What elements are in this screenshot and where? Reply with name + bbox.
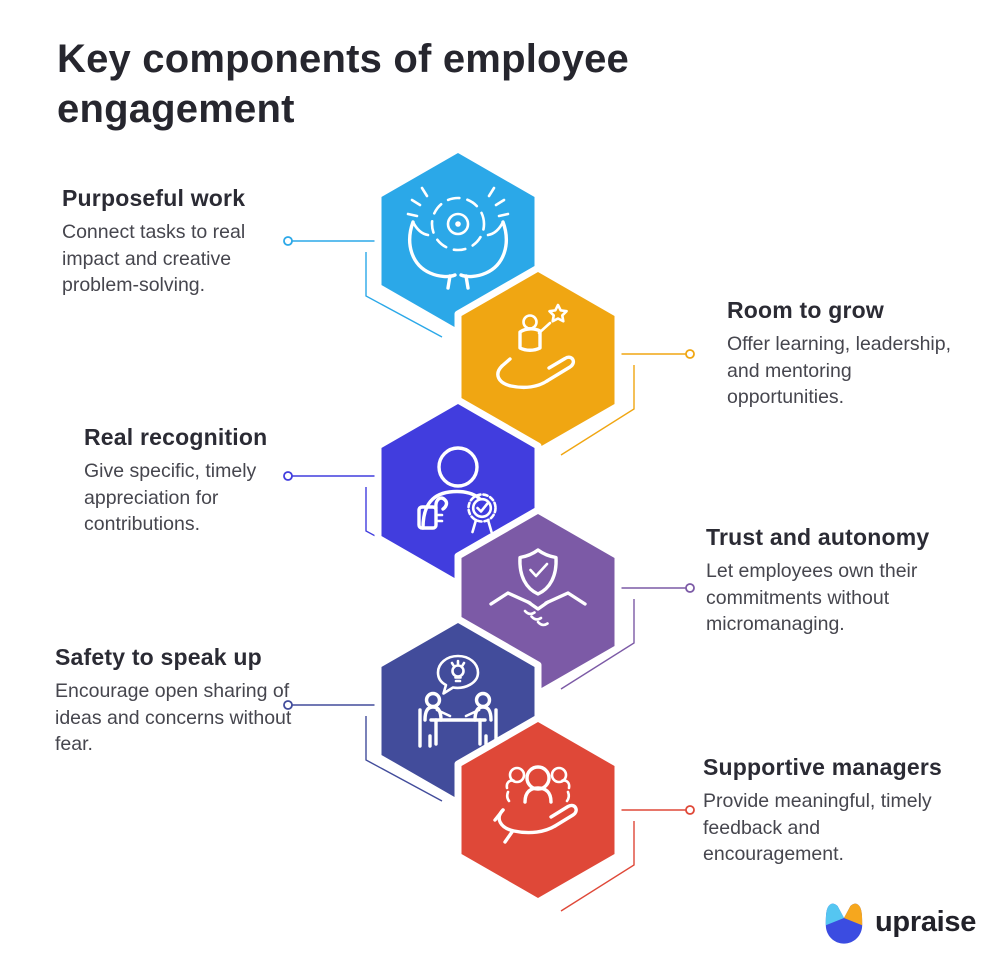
hand-lifting-person-star-icon	[496, 303, 576, 390]
item-heading: Room to grow	[727, 297, 884, 323]
text-block-safety-to-speak-up: Safety to speak up Encourage open sharin…	[55, 644, 293, 758]
text-block-trust-and-autonomy: Trust and autonomy Let employees own the…	[706, 524, 946, 638]
diagram-item-supportive-managers	[454, 714, 695, 912]
item-description: Provide meaningful, timely feedback and …	[703, 790, 932, 866]
text-block-supportive-managers: Supportive managers Provide meaningful, …	[703, 754, 951, 868]
connector-dot	[685, 805, 695, 815]
item-heading: Real recognition	[84, 424, 268, 450]
connector-dot	[283, 236, 293, 246]
person-thumbs-up-badge-icon	[417, 446, 497, 534]
item-description: Let employees own their commitments with…	[706, 560, 918, 636]
hands-holding-target-icon	[406, 186, 510, 290]
connector-dot	[283, 700, 293, 710]
connector-dot	[685, 349, 695, 359]
hexagon-supportive-managers	[454, 714, 622, 906]
logo-wordmark: upraise	[875, 906, 977, 938]
connector-dot	[283, 471, 293, 481]
text-block-purposeful-work: Purposeful work Connect tasks to real im…	[62, 185, 267, 299]
logo-right-ear-shape	[844, 903, 863, 926]
item-description: Give specific, timely appreciation for c…	[84, 460, 257, 536]
item-heading: Purposeful work	[62, 185, 246, 211]
item-heading: Safety to speak up	[55, 644, 262, 670]
item-heading: Trust and autonomy	[706, 524, 930, 550]
logo-left-ear-shape	[825, 903, 844, 926]
hexagon-echo-outline	[560, 365, 635, 456]
page-title: Key components of employee engagement	[57, 37, 629, 132]
hexagon-echo-outline	[560, 821, 635, 912]
item-description: Connect tasks to real impact and creativ…	[62, 221, 246, 297]
text-block-room-to-grow: Room to grow Offer learning, leadership,…	[727, 297, 963, 411]
people-table-idea-bubble-icon	[418, 654, 498, 748]
item-description: Encourage open sharing of ideas and conc…	[55, 680, 292, 756]
hexagon-echo-outline	[365, 716, 443, 802]
item-description: Offer learning, leadership, and mentorin…	[727, 333, 952, 409]
connector-dot	[685, 583, 695, 593]
upraise-logo-icon	[825, 903, 863, 944]
hexagon-echo-outline	[560, 599, 635, 690]
brand-logo: upraise	[824, 899, 976, 946]
item-heading: Supportive managers	[703, 754, 942, 780]
text-block-real-recognition: Real recognition Give specific, timely a…	[84, 424, 289, 538]
handshake-shield-check-icon	[489, 548, 587, 627]
hexagon-echo-outline	[365, 252, 443, 338]
hand-holding-team-icon	[493, 765, 578, 844]
